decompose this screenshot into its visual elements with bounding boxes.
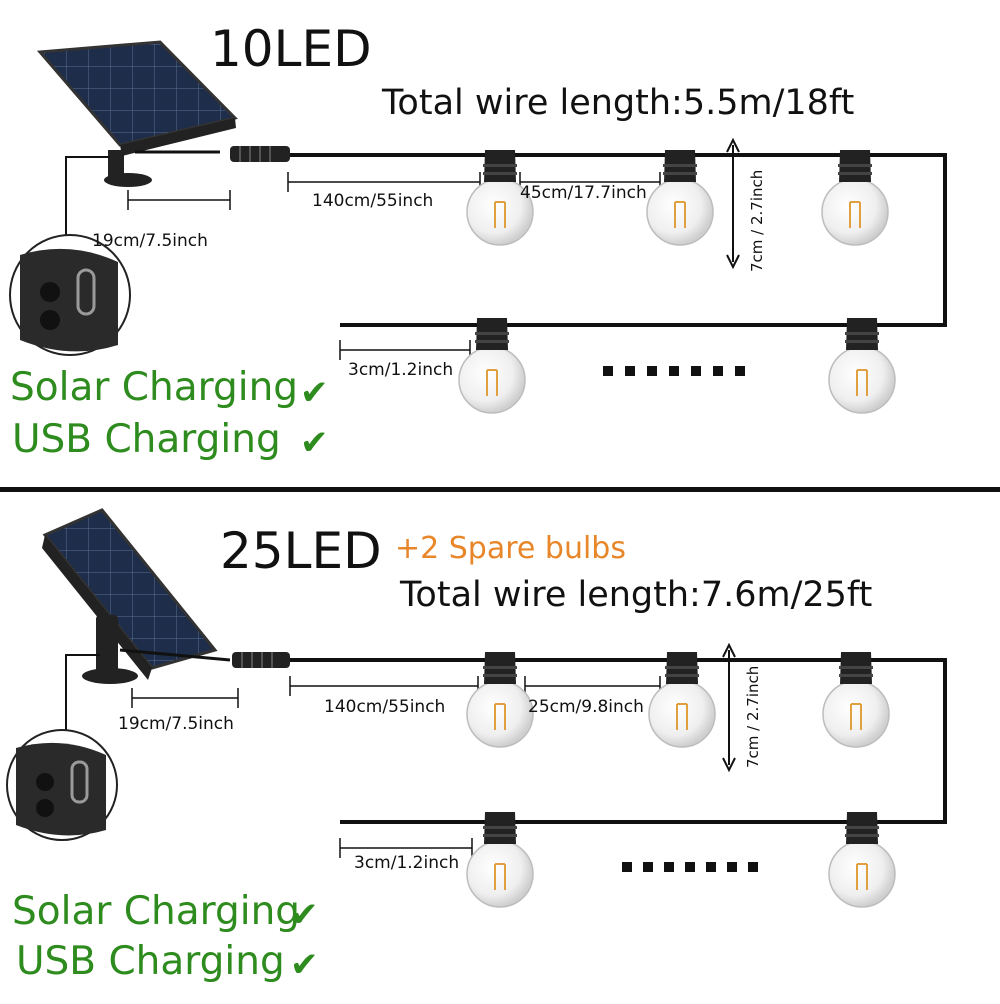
check-icon: ✔ (290, 945, 319, 985)
feature-usb-label: USB Charging (16, 939, 285, 984)
feature-solar-label: Solar Charging (10, 365, 299, 410)
panel-10led (9, 40, 947, 414)
total-wire-length: Total wire length:5.5m/18ft (382, 83, 855, 123)
dim-drop: 7cm / 2.7inch (744, 665, 762, 768)
solar-panel-icon (42, 508, 218, 684)
title-25led: 25LED (220, 522, 382, 580)
usb-port-icon (6, 729, 118, 841)
connector-icon (230, 146, 290, 162)
ellipsis-dots (622, 862, 758, 872)
bulb-icon (466, 651, 896, 908)
feature-usb-label: USB Charging (12, 417, 281, 462)
title-10led: 10LED (210, 20, 372, 78)
spare-bulbs-note: +2 Spare bulbs (395, 531, 626, 566)
dim-socket: 3cm/1.2inch (354, 853, 460, 873)
dim-lead: 140cm/55inch (324, 697, 446, 717)
usb-port-icon (9, 234, 131, 356)
check-icon: ✔ (300, 373, 329, 413)
dim-spacing: 25cm/9.8inch (528, 697, 644, 717)
dim-lead: 140cm/55inch (312, 191, 434, 211)
connector-icon (232, 652, 290, 668)
dim-drop: 7cm / 2.7inch (748, 169, 766, 272)
check-icon: ✔ (290, 895, 319, 935)
dim-panel-stand: 19cm/7.5inch (118, 714, 234, 734)
feature-solar-label: Solar Charging (12, 889, 301, 934)
ellipsis-dots (603, 366, 745, 376)
dim-socket: 3cm/1.2inch (348, 360, 454, 380)
section-divider (0, 487, 1000, 492)
total-wire-length: Total wire length:7.6m/25ft (400, 575, 873, 615)
solar-panel-icon (36, 40, 238, 187)
dim-spacing: 45cm/17.7inch (520, 183, 647, 203)
dim-panel-stand: 19cm/7.5inch (92, 231, 208, 251)
panel-25led (6, 508, 947, 908)
check-icon: ✔ (300, 423, 329, 463)
